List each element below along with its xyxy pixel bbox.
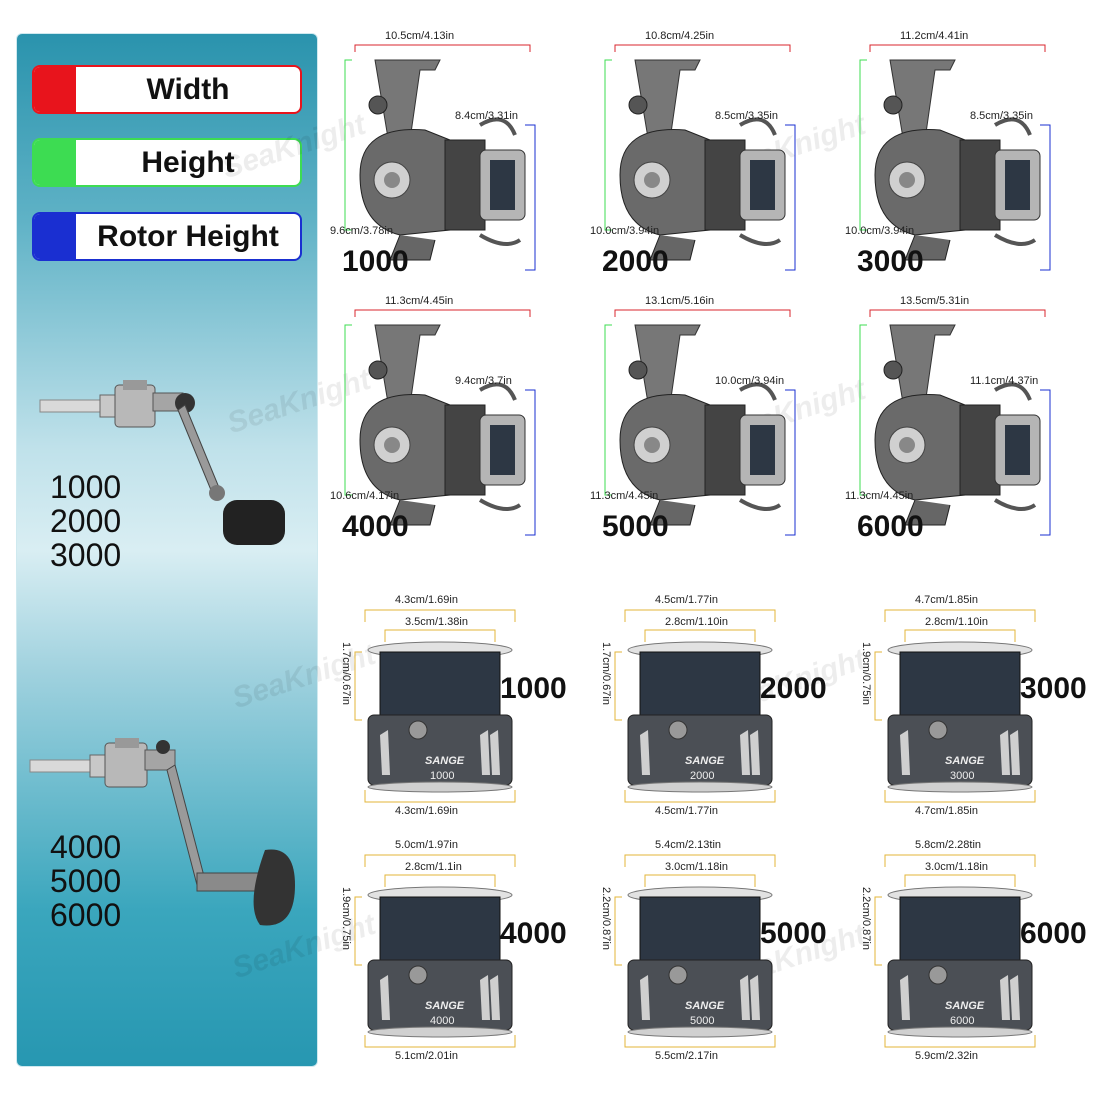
spool-brand-model: 4000: [430, 1015, 455, 1027]
spool-depth-label: 1.7cm/0.67in: [340, 642, 352, 705]
spool-top-inner-label: 2.8cm/1.10in: [665, 616, 728, 628]
reel-height-label: 11.3cm/4.45in: [845, 490, 914, 502]
size-label: 2000: [50, 503, 122, 539]
reel-rotor-height-label: 8.5cm/3.35in: [970, 110, 1033, 122]
legend-swatch-red: [34, 67, 76, 112]
legend-height: Height: [32, 138, 302, 187]
reel-rotor-height-label: 8.4cm/3.31in: [455, 110, 518, 122]
reel-width-label: 10.5cm/4.13in: [385, 30, 455, 42]
spool-bottom-label: 5.5cm/2.17in: [655, 1050, 718, 1062]
reel-6000-dimension-diagram: [859, 309, 1051, 536]
reel-rotor-height-label: 10.0cm/3.94in: [715, 375, 785, 387]
reel-rotor-height-label: 8.5cm/3.35in: [715, 110, 778, 122]
spool-bottom-label: 4.7cm/1.85in: [915, 805, 978, 817]
size-label: 5000: [50, 863, 122, 899]
reel-5000-dimension-diagram: [604, 309, 796, 536]
spool-brand-label: SANGE: [685, 755, 725, 767]
reel-rotor-height-label: 9.4cm/3.7in: [455, 375, 512, 387]
spool-brand-model: 2000: [690, 770, 715, 782]
reel-model-label: 3000: [857, 245, 924, 278]
size-label: 6000: [50, 897, 122, 933]
reel-1000-dimension-diagram: [344, 44, 536, 271]
spool-depth-label: 2.2cm/0.87in: [600, 887, 612, 950]
spool-brand-label: SANGE: [425, 1000, 465, 1012]
small-handle-sizes: 1000 2000 3000: [50, 470, 121, 572]
size-label: 4000: [50, 829, 122, 865]
legend-label: Rotor Height: [97, 219, 279, 253]
spool-model-label: 3000: [1020, 672, 1087, 705]
reel-model-label: 1000: [342, 245, 409, 278]
legend-label: Height: [141, 145, 235, 179]
spool-brand-label: SANGE: [945, 1000, 985, 1012]
reel-height-label: 11.3cm/4.45in: [590, 490, 659, 502]
reel-model-label: 6000: [857, 510, 924, 543]
spool-top-outer-label: 5.4cm/2.13tin: [655, 839, 722, 851]
legend-label: Width: [146, 72, 230, 106]
spool-top-inner-label: 2.8cm/1.1in: [405, 861, 462, 873]
legend-rotor-height: Rotor Height: [32, 212, 302, 261]
spool-depth-label: 2.2cm/0.87in: [860, 887, 872, 950]
spool-brand-label: SANGE: [425, 755, 465, 767]
spool-top-inner-label: 2.8cm/1.10in: [925, 616, 988, 628]
spool-2000-dimension-diagram: [614, 609, 776, 803]
reel-height-label: 10.0cm/3.94in: [845, 225, 915, 237]
reel-width-label: 11.3cm/4.45in: [385, 295, 454, 307]
spool-6000-dimension-diagram: [874, 854, 1036, 1048]
spool-depth-label: 1.7cm/0.67in: [600, 642, 612, 705]
reel-2000-dimension-diagram: [604, 44, 796, 271]
spool-model-label: 4000: [500, 917, 567, 950]
spool-3000-dimension-diagram: [874, 609, 1036, 803]
legend-width: Width: [32, 65, 302, 114]
spool-top-outer-label: 5.0cm/1.97in: [395, 839, 458, 851]
reel-height-label: 9.6cm/3.78in: [330, 225, 393, 237]
size-label: 3000: [50, 537, 122, 573]
reel-width-label: 13.5cm/5.31in: [900, 295, 970, 307]
spool-depth-label: 1.9cm/0.75in: [340, 887, 352, 950]
large-handle-sizes: 4000 5000 6000: [50, 830, 121, 932]
spool-1000-dimension-diagram: [354, 609, 516, 803]
spool-model-label: 5000: [760, 917, 827, 950]
reel-3000-dimension-diagram: [859, 44, 1051, 271]
spool-model-label: 6000: [1020, 917, 1087, 950]
spool-bottom-label: 4.5cm/1.77in: [655, 805, 718, 817]
reel-rotor-height-label: 11.1cm/4.37in: [970, 375, 1039, 387]
spool-bottom-label: 4.3cm/1.69in: [395, 805, 458, 817]
legend-swatch-blue: [34, 214, 76, 259]
reel-model-label: 5000: [602, 510, 669, 543]
spool-top-inner-label: 3.0cm/1.18in: [665, 861, 728, 873]
spool-5000-dimension-diagram: [614, 854, 776, 1048]
reel-width-label: 11.2cm/4.41in: [900, 30, 969, 42]
spool-top-outer-label: 4.5cm/1.77in: [655, 594, 718, 606]
spool-top-inner-label: 3.5cm/1.38in: [405, 616, 468, 628]
reel-model-label: 4000: [342, 510, 409, 543]
spool-top-outer-label: 4.7cm/1.85in: [915, 594, 978, 606]
spool-bottom-label: 5.1cm/2.01in: [395, 1050, 458, 1062]
reel-height-label: 10.6cm/4.17in: [330, 490, 400, 502]
reel-height-label: 10.0cm/3.94in: [590, 225, 660, 237]
large-reel-handle-image: [29, 738, 295, 926]
legend-swatch-green: [34, 140, 76, 185]
spool-top-outer-label: 4.3cm/1.69in: [395, 594, 458, 606]
spool-brand-label: SANGE: [685, 1000, 725, 1012]
spool-4000-dimension-diagram: [354, 854, 516, 1048]
spool-brand-model: 6000: [950, 1015, 975, 1027]
spool-bottom-label: 5.9cm/2.32in: [915, 1050, 978, 1062]
spool-depth-label: 1.9cm/0.75in: [860, 642, 872, 705]
reel-model-label: 2000: [602, 245, 669, 278]
spool-model-label: 1000: [500, 672, 567, 705]
size-label: 1000: [50, 469, 122, 505]
spool-brand-label: SANGE: [945, 755, 985, 767]
reel-4000-dimension-diagram: [344, 309, 536, 536]
spool-top-inner-label: 3.0cm/1.18in: [925, 861, 988, 873]
reel-width-label: 10.8cm/4.25in: [645, 30, 715, 42]
reel-width-label: 13.1cm/5.16in: [645, 295, 715, 307]
spool-model-label: 2000: [760, 672, 827, 705]
spool-brand-model: 3000: [950, 770, 975, 782]
small-reel-handle-image: [39, 380, 285, 545]
spool-brand-model: 1000: [430, 770, 455, 782]
spool-top-outer-label: 5.8cm/2.28tin: [915, 839, 982, 851]
spool-brand-model: 5000: [690, 1015, 715, 1027]
